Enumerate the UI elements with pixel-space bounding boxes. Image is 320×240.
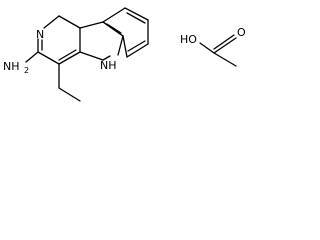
- ring-nitrogen-label: N: [36, 28, 44, 41]
- amine-label: NH: [3, 60, 20, 73]
- amine-subscript: 2: [24, 66, 29, 75]
- benzene-ring: [102, 7, 149, 58]
- pyrrole-ring: [79, 21, 124, 61]
- acid-hydroxyl-label: HO: [180, 33, 197, 46]
- pyridine-ring: [37, 15, 81, 65]
- acetic-acid: [199, 34, 237, 67]
- indole-nh-label: NH: [100, 59, 117, 72]
- acid-oxygen-label: O: [237, 26, 246, 39]
- chemical-structure-diagram: N NH 2 NH O HO: [3, 7, 246, 102]
- ethyl-group: [58, 63, 81, 102]
- amine-bond: [25, 51, 39, 63]
